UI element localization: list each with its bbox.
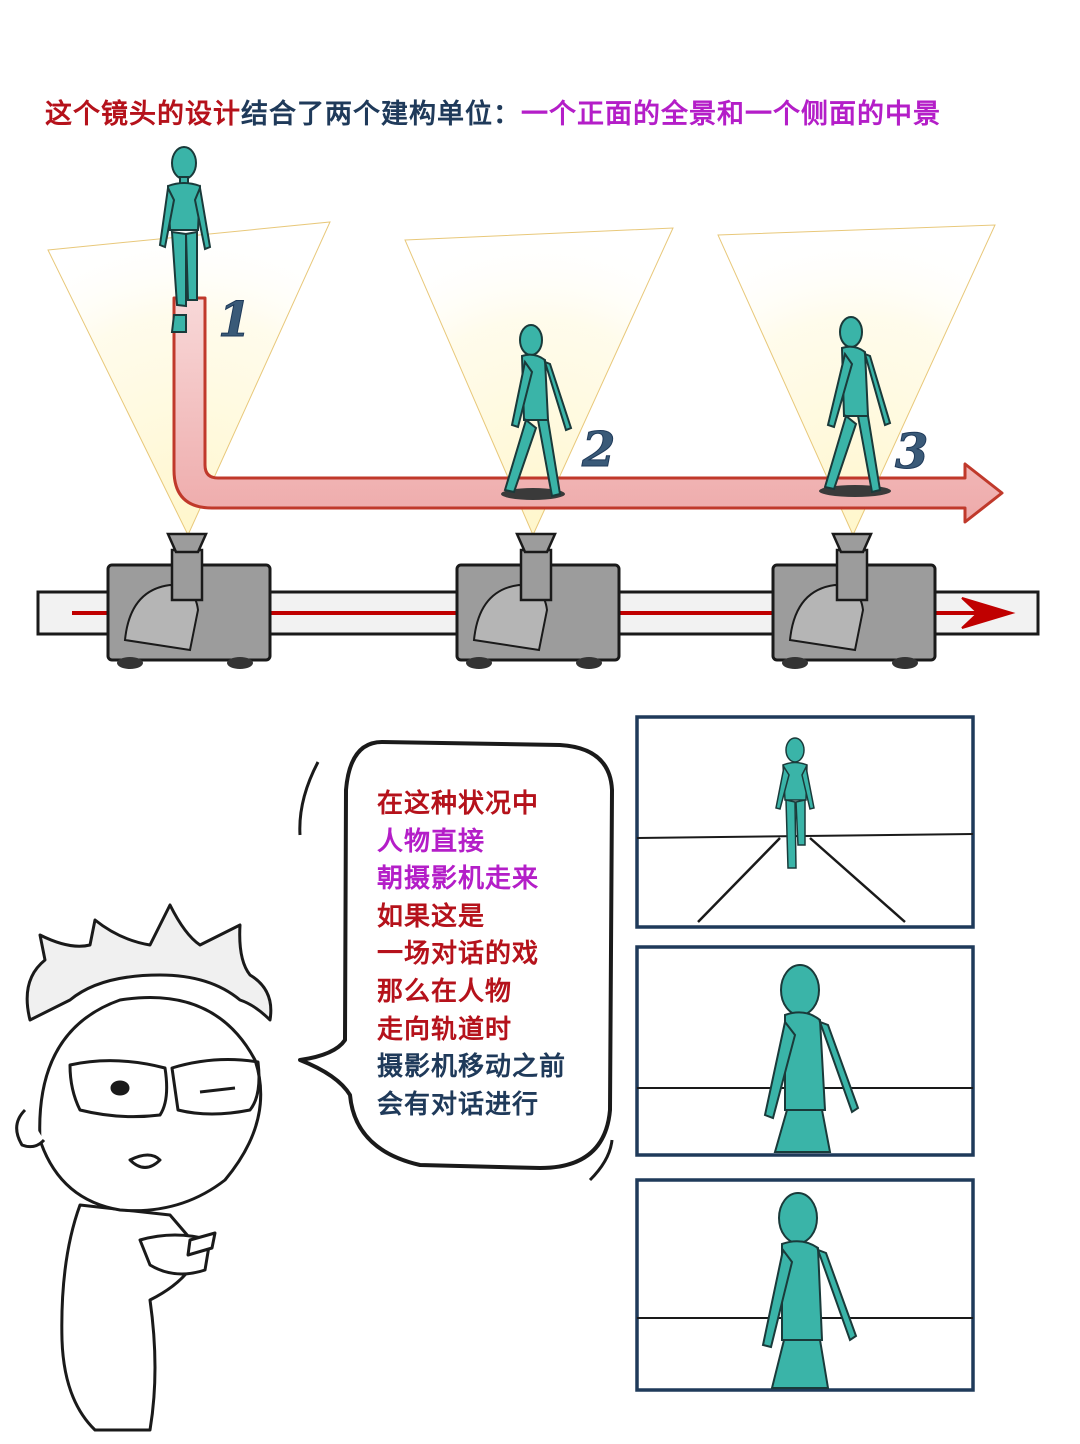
bubble-line-7: 走向轨道时 xyxy=(377,1014,513,1045)
title-part-3: 一个正面的全景和一个侧面的中景 xyxy=(521,99,941,130)
bubble-line-2: 人物直接 xyxy=(377,826,486,857)
dolly-3 xyxy=(771,532,937,669)
figure-3-side xyxy=(823,316,892,494)
position-label-1: 1 xyxy=(218,292,251,348)
floor-mark-2 xyxy=(501,488,565,500)
movement-path-arrow xyxy=(172,296,1004,524)
bubble-line-4: 如果这是 xyxy=(377,901,486,932)
page-title: 这个镜头的设计结合了两个建构单位：一个正面的全景和一个侧面的中景 xyxy=(45,92,1055,131)
title-part-2: 结合了两个建构单位： xyxy=(241,99,521,130)
bubble-line-3: 朝摄影机走来 xyxy=(377,864,540,895)
speech-bubble xyxy=(298,740,614,1182)
figure-1-front xyxy=(158,146,212,333)
bubble-line-6: 那么在人物 xyxy=(377,976,513,1007)
dolly-2 xyxy=(455,532,621,669)
speech-bubble-text: 在这种状况中 人物直接 朝摄影机走来 如果这是 一场对话的戏 那么在人物 走向轨… xyxy=(377,786,617,1124)
storyboard-frame-1 xyxy=(635,715,975,929)
bubble-line-1: 在这种状况中 xyxy=(377,789,540,819)
bubble-line-8: 摄影机移动之前 xyxy=(377,1052,567,1083)
bubble-line-5: 一场对话的戏 xyxy=(377,939,540,970)
bubble-line-9: 会有对话进行 xyxy=(377,1089,540,1120)
dolly-1 xyxy=(106,532,272,669)
storyboard-frame-2 xyxy=(635,945,975,1157)
narrator-character xyxy=(15,903,273,1432)
position-label-2: 2 xyxy=(581,422,615,478)
title-part-1: 这个镜头的设计 xyxy=(45,99,241,130)
storyboard-frame-3 xyxy=(635,1178,975,1392)
figure-2-side xyxy=(503,324,573,498)
position-label-3: 3 xyxy=(895,424,928,480)
